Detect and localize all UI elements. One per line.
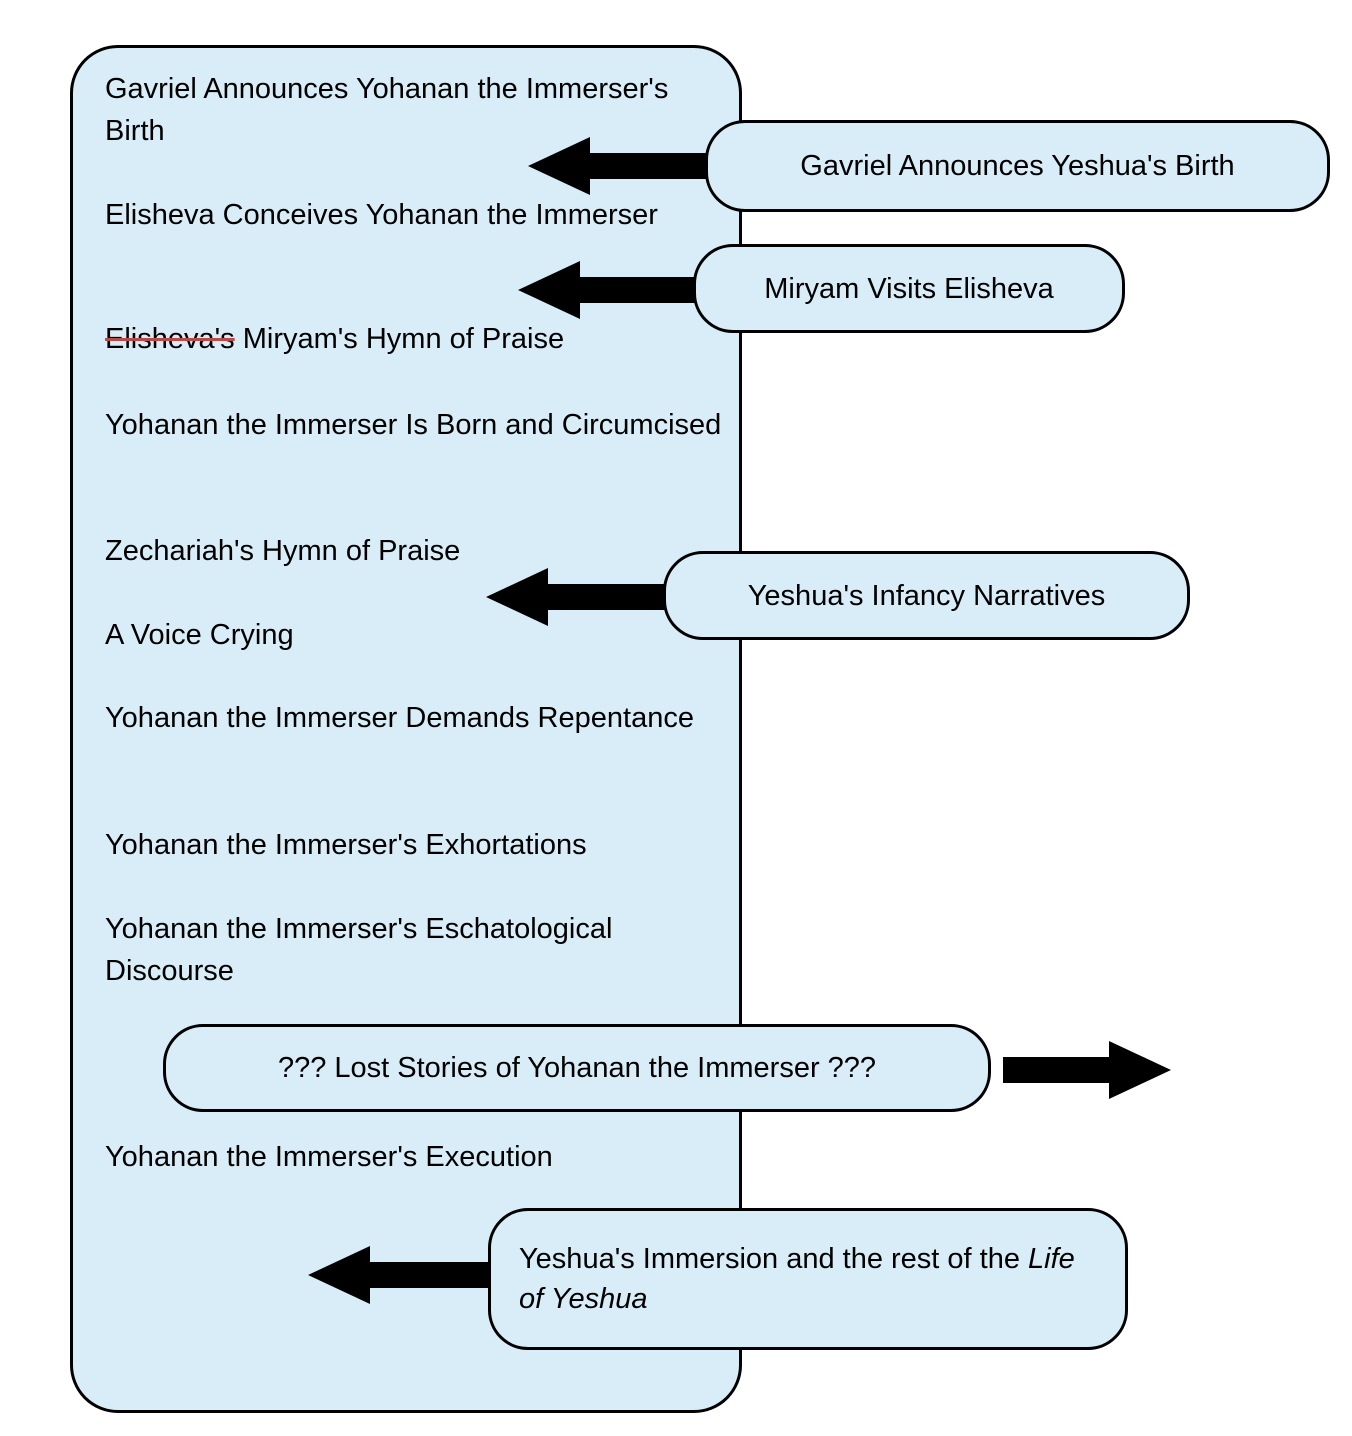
arrow-shaft <box>364 1262 490 1288</box>
callout-label: Miryam Visits Elisheva <box>764 272 1054 305</box>
callout-label: Gavriel Announces Yeshua's Birth <box>800 150 1235 182</box>
arrowhead <box>308 1246 370 1304</box>
story-execution: Yohanan the Immerser's Execution <box>105 1141 553 1173</box>
arrow-shaft <box>542 584 665 610</box>
arrowhead <box>528 137 590 195</box>
struck-text: Elisheva's <box>105 323 235 355</box>
left-arrow-icon <box>518 261 695 319</box>
arrowhead <box>518 261 580 319</box>
lost-stories-bubble: ??? Lost Stories of Yohanan the Immerser… <box>163 1024 991 1112</box>
callout-label: Yeshua's Infancy Narratives <box>747 579 1106 612</box>
right-arrow-icon <box>1003 1041 1171 1099</box>
yohanan-stories-panel <box>70 45 742 1413</box>
left-arrow-icon <box>528 137 707 195</box>
callout-text: Yeshua's Immersion and the rest of the <box>519 1243 1020 1275</box>
arrowhead <box>1109 1041 1171 1099</box>
callout-italic-title: Life of Yeshua <box>519 1243 1075 1315</box>
callout-yeshua-immersion: Yeshua's Immersion and the rest of the L… <box>488 1208 1128 1350</box>
story-eschatological-discourse: Yohanan the Immerser's Eschatological Di… <box>105 913 613 987</box>
story-hymn-of-praise-label: Miryam's Hymn of Praise <box>242 323 565 355</box>
story-zechariah-hymn: Zechariah's Hymn of Praise <box>105 535 461 567</box>
arrow-shaft <box>574 277 695 303</box>
story-gavriel-announces-yohanan-birth: Gavriel Announces Yohanan the Immerser's… <box>105 73 669 147</box>
arrowhead <box>486 568 548 626</box>
story-elisheva-conceives: Elisheva Conceives Yohanan the Immerser <box>105 199 658 231</box>
story-demands-repentance: Yohanan the Immerser Demands Repentance <box>105 702 694 734</box>
story-hymn-of-praise: Elisheva's Miryam's Hymn of Praise <box>105 318 725 360</box>
arrow-shaft <box>584 153 707 179</box>
story-a-voice-crying: A Voice Crying <box>105 619 294 651</box>
arrow-shaft <box>1003 1057 1115 1083</box>
left-arrow-icon <box>486 568 665 626</box>
story-born-and-circumcised: Yohanan the Immerser Is Born and Circumc… <box>105 409 722 441</box>
lost-stories-label: ??? Lost Stories of Yohanan the Immerser… <box>277 1052 877 1084</box>
callout-miryam-visits-elisheva: Miryam Visits Elisheva <box>693 244 1125 333</box>
story-exhortations: Yohanan the Immerser's Exhortations <box>105 829 587 861</box>
callout-yeshua-infancy-narratives: Yeshua's Infancy Narratives <box>663 551 1190 640</box>
left-arrow-icon <box>308 1246 490 1304</box>
callout-gavriel-announces-yeshua-birth: Gavriel Announces Yeshua's Birth <box>705 120 1330 212</box>
callout-label: Yeshua's Immersion and the rest of the L… <box>519 1239 1097 1319</box>
